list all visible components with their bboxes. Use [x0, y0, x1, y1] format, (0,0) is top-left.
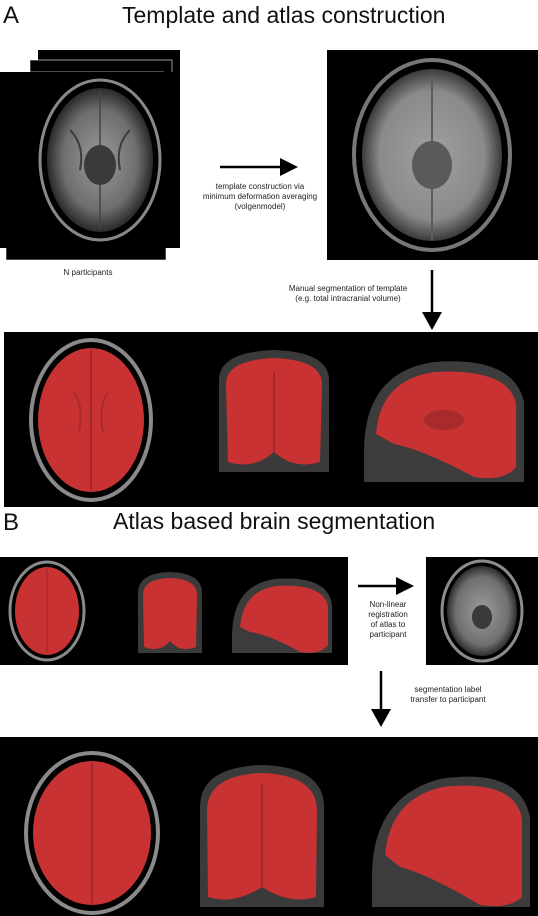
caption-line: Manual segmentation of template	[288, 284, 408, 293]
atlas-segmentation-strip	[4, 332, 538, 507]
participant-mri-stack	[0, 50, 190, 260]
n-participants-label: N participants	[63, 268, 113, 277]
panel-a-title: Template and atlas construction	[122, 2, 446, 28]
caption-line: minimum deformation averaging	[202, 192, 318, 201]
caption-line: (e.g. total intracranial volume)	[295, 294, 401, 303]
atlas-small-strip	[0, 557, 348, 665]
manual-segmentation-caption: Manual segmentation of template (e.g. to…	[278, 284, 418, 304]
caption-line: of atlas to	[370, 620, 406, 629]
caption-line: (volgenmodel)	[234, 202, 286, 211]
manual-segmentation-arrow	[421, 270, 443, 332]
caption-line: template construction via	[215, 182, 305, 191]
template-construction-arrow	[220, 157, 300, 177]
registration-arrow	[358, 576, 416, 596]
participant-segmentation-strip	[0, 737, 538, 916]
template-construction-caption: template construction via minimum deform…	[195, 182, 325, 212]
template-mri-image	[327, 50, 538, 260]
caption-line: participant	[369, 630, 407, 639]
registration-caption: Non-linear registration of atlas to part…	[350, 600, 426, 640]
panel-b-letter: B	[3, 509, 20, 536]
panel-a-letter: A	[3, 2, 20, 29]
label-transfer-arrow	[370, 671, 392, 729]
caption-line: segmentation label	[414, 685, 482, 694]
caption-line: registration	[368, 610, 408, 619]
panel-b-title: Atlas based brain segmentation	[113, 508, 436, 534]
caption-line: Non-linear	[369, 600, 407, 609]
participant-mri-image	[426, 557, 538, 665]
label-transfer-caption: segmentation label transfer to participa…	[392, 685, 504, 705]
caption-line: transfer to participant	[410, 695, 486, 704]
